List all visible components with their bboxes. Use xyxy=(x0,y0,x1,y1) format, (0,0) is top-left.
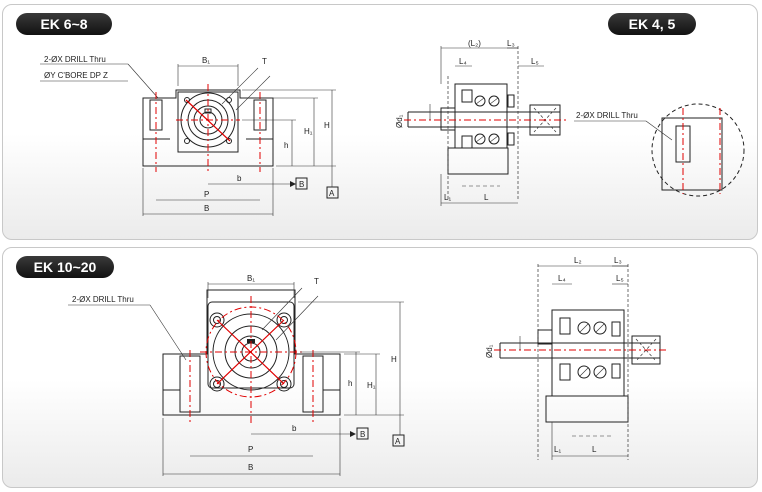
badge-ek-10-20: EK 10~20 xyxy=(16,256,114,278)
bottom-datum-A: A xyxy=(395,437,401,446)
top-dim-T: T xyxy=(262,57,267,66)
top-dim-B: B xyxy=(204,204,209,213)
bottom-dim-H: H xyxy=(391,355,397,364)
bottom-dim-B1: B₁ xyxy=(247,274,255,283)
top-detail-drill-note: 2-ØX DRILL Thru xyxy=(576,111,638,120)
top-dim-L4: L₄ xyxy=(459,57,467,66)
top-drill-note: 2-ØX DRILL Thru xyxy=(44,55,106,64)
bottom-dim-L1: L₁ xyxy=(554,445,561,454)
top-dim-L: L xyxy=(484,193,489,202)
top-dim-L1: L₁ xyxy=(444,193,451,202)
bottom-drill-note: 2-ØX DRILL Thru xyxy=(72,295,134,304)
top-dim-P: P xyxy=(204,190,209,199)
top-front-view: 2-ØX DRILL Thru ØY C'BORE DP Z xyxy=(40,55,339,216)
panel-ek-10-20 xyxy=(2,247,758,488)
bottom-side-view: Ød₁ L₂ L₃ L₄ L₅ L₁ L xyxy=(485,256,666,460)
bottom-dim-B: B xyxy=(248,463,253,472)
bottom-dim-L: L xyxy=(592,445,597,454)
top-cbore-note: ØY C'BORE DP Z xyxy=(44,71,108,80)
bottom-dim-L5: L₅ xyxy=(616,274,624,283)
bottom-dim-h: h xyxy=(348,379,352,388)
top-dim-B1: B₁ xyxy=(202,56,210,65)
top-dim-L3: L₃ xyxy=(507,39,515,48)
top-datum-B: B xyxy=(299,180,304,189)
top-detail-view: 2-ØX DRILL Thru xyxy=(574,103,745,197)
bottom-dim-L3: L₃ xyxy=(614,256,622,265)
top-dim-b: b xyxy=(237,174,242,183)
bottom-dim-L4: L₄ xyxy=(558,274,566,283)
bottom-dim-H1: H₁ xyxy=(367,381,376,390)
bottom-dim-L2: L₂ xyxy=(574,256,582,265)
bottom-datum-B: B xyxy=(360,430,365,439)
panel-ek-6-8 xyxy=(2,4,758,240)
top-dim-H1: H₁ xyxy=(304,127,313,136)
bottom-dim-b: b xyxy=(292,424,297,433)
bottom-dim-d1: Ød₁ xyxy=(485,344,494,358)
top-dim-H: H xyxy=(324,121,330,130)
bottom-front-view: 2-ØX DRILL Thru xyxy=(68,274,405,476)
top-dim-h: h xyxy=(284,141,288,150)
top-dim-L5: L₅ xyxy=(531,57,539,66)
badge-ek-6-8: EK 6~8 xyxy=(16,13,112,35)
badge-ek-4-5: EK 4, 5 xyxy=(608,13,696,35)
top-side-view: Ød₁ (L₂) L₃ L₄ L₅ L₁ L xyxy=(395,39,566,206)
bottom-dim-P: P xyxy=(248,445,253,454)
top-dim-d1: Ød₁ xyxy=(395,114,404,128)
bottom-dim-T: T xyxy=(314,277,319,286)
top-dim-L2: (L₂) xyxy=(468,39,481,48)
top-datum-A: A xyxy=(329,189,335,198)
